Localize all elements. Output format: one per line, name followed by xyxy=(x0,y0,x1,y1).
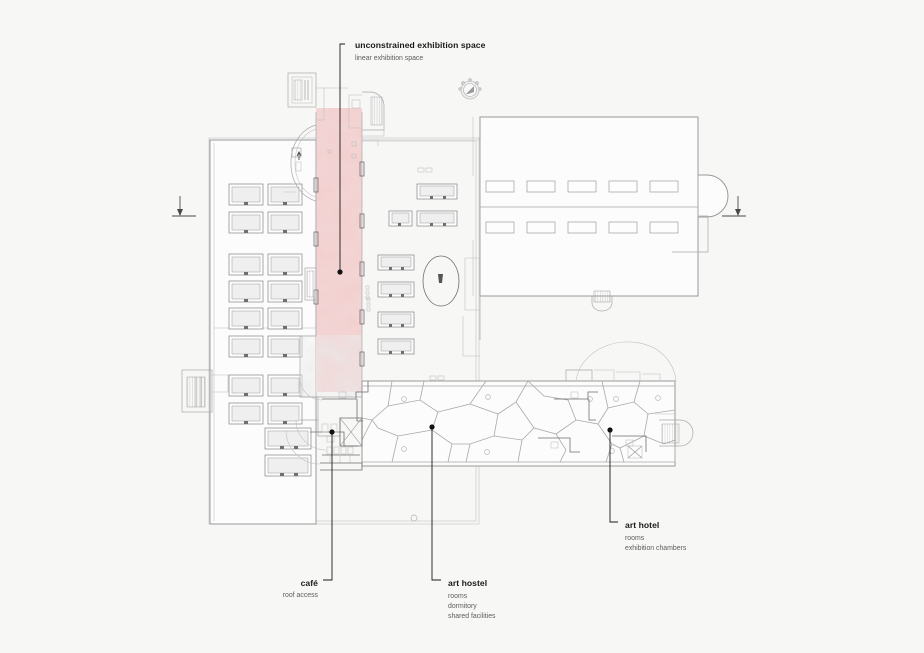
vitrine-unit xyxy=(267,374,303,397)
vitrine-unit-wide xyxy=(264,427,312,450)
left-wing-block xyxy=(181,139,317,525)
east-curved-stair xyxy=(627,413,694,462)
apse xyxy=(697,174,729,218)
leader-dot-art-hostel xyxy=(429,424,435,430)
annotation-subline: rooms xyxy=(625,535,645,542)
vitrine-unit xyxy=(228,280,264,303)
mid-hall-bench xyxy=(377,254,415,271)
annotation-cafe: café roof access xyxy=(283,578,319,599)
mid-hall-bench xyxy=(377,311,415,328)
tick-mark xyxy=(417,167,425,173)
leader-dot-cafe xyxy=(329,429,335,435)
hall-column-row-bottom xyxy=(485,221,679,234)
central-corridor xyxy=(299,108,370,398)
annotation-subline: exhibition chambers xyxy=(625,545,687,552)
annotation-title: unconstrained exhibition space xyxy=(355,40,486,50)
leader-art-hotel xyxy=(609,430,618,523)
mid-hall-bench xyxy=(388,210,413,227)
annotation-art-hostel: art hostel rooms dormitory shared facili… xyxy=(448,578,496,620)
leader-cafe xyxy=(323,432,333,581)
room-markers xyxy=(401,394,661,455)
vitrine-unit-wide xyxy=(264,454,312,477)
vitrine-unit xyxy=(228,402,264,425)
vitrine-grid xyxy=(228,183,303,425)
vitrine-unit xyxy=(267,402,303,425)
annotation-subline: roof access xyxy=(283,592,319,599)
north-west-stair xyxy=(287,72,325,121)
corridor-head-markers xyxy=(327,141,357,159)
mid-hall-bench xyxy=(416,210,458,227)
annotation-subline: shared facilities xyxy=(448,613,496,620)
roof-arc xyxy=(575,341,677,382)
vitrine-unit xyxy=(228,307,264,330)
annotation-subline: dormitory xyxy=(448,603,477,610)
annotation-title: art hostel xyxy=(448,578,487,588)
annotation-unconstrained-exhibition-space: unconstrained exhibition space linear ex… xyxy=(355,40,486,62)
corridor-side-stair xyxy=(304,267,317,301)
corridor-tick-marks xyxy=(365,285,370,300)
mid-hall-bench xyxy=(377,281,415,298)
mid-hall-bench xyxy=(377,338,415,355)
vitrine-unit xyxy=(267,211,303,234)
bottom-wing-block xyxy=(310,341,677,467)
annotation-leaders xyxy=(323,43,618,581)
right-hall-block xyxy=(472,116,729,312)
north-east-stair xyxy=(348,91,385,146)
north-rotunda xyxy=(284,124,317,202)
annotation-subline: rooms xyxy=(448,593,468,600)
vitrine-unit xyxy=(228,253,264,276)
west-stair-tower xyxy=(181,369,229,413)
vitrine-unit xyxy=(228,183,264,206)
leader-dot-unconstrained-exhibition-space xyxy=(337,269,343,275)
tick-mark xyxy=(425,167,433,173)
oval-rotunda xyxy=(422,255,460,307)
section-marker-left xyxy=(172,196,196,217)
leader-dot-art-hotel xyxy=(607,427,613,433)
leader-unconstrained-exhibition-space xyxy=(339,43,345,272)
hall-column-row-top xyxy=(485,180,679,193)
vitrine-unit xyxy=(267,280,303,303)
section-marker-right xyxy=(722,196,746,217)
hall-south-stair xyxy=(591,290,613,312)
annotation-art-hotel: art hotel rooms exhibition chambers xyxy=(625,520,687,552)
annotation-title: art hotel xyxy=(625,520,659,530)
vitrine-unit xyxy=(267,307,303,330)
vitrine-unit xyxy=(267,183,303,206)
tick-column xyxy=(366,297,371,312)
annotation-subline: linear exhibition space xyxy=(355,55,423,62)
vitrine-unit xyxy=(228,374,264,397)
compass-rose xyxy=(458,78,482,100)
vitrine-unit xyxy=(267,335,303,358)
cafe-seating xyxy=(320,446,363,471)
cellular-partitions xyxy=(361,380,676,463)
mid-hall-bench xyxy=(416,183,458,200)
vitrine-unit xyxy=(228,335,264,358)
mid-hall-block xyxy=(362,139,481,357)
vitrine-unit xyxy=(267,253,303,276)
cafe-junction xyxy=(285,377,363,471)
vitrine-unit xyxy=(228,211,264,234)
annotation-title: café xyxy=(301,578,319,588)
leader-art-hostel xyxy=(431,427,441,581)
corridor-piers xyxy=(313,161,365,367)
